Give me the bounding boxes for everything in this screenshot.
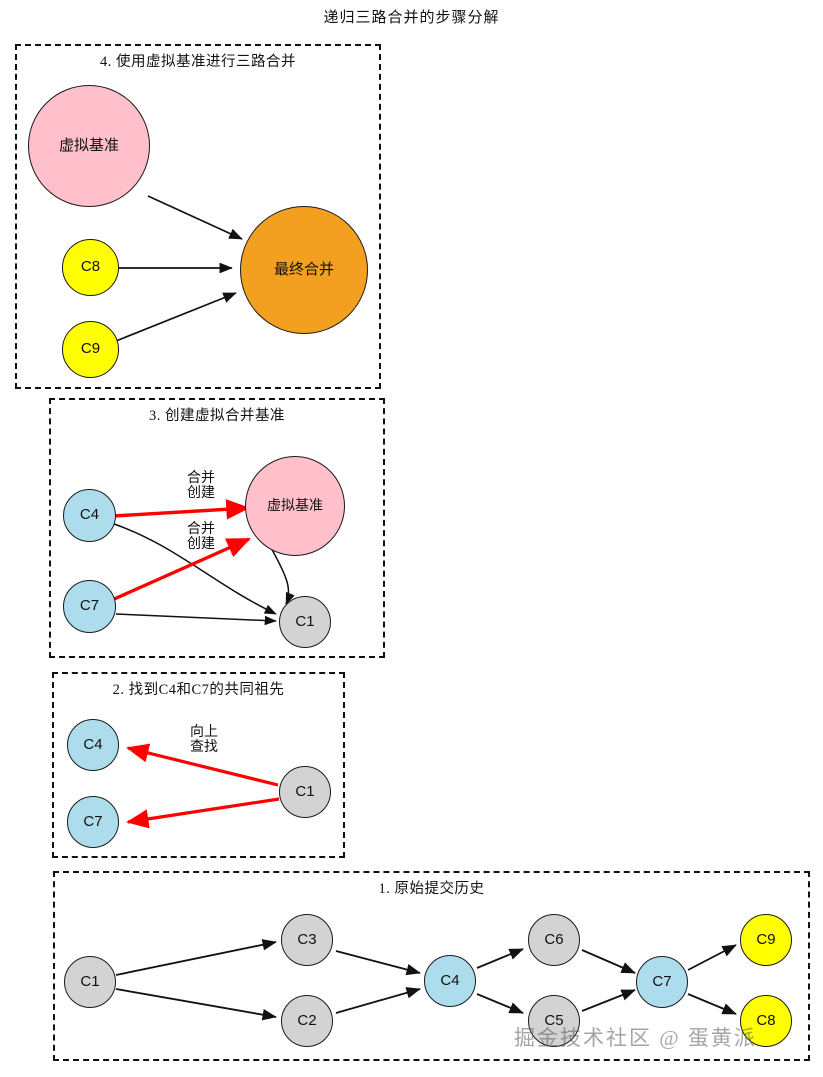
node-label: 最终合并 <box>273 260 334 278</box>
node-c9-step1[interactable]: C9 <box>740 914 792 966</box>
node-label: C9 <box>80 340 101 358</box>
node-c9-step4[interactable]: C9 <box>62 321 119 378</box>
panel-step-2: 2. 找到C4和C7的共同祖先 <box>52 672 345 858</box>
node-label: C2 <box>297 1011 317 1029</box>
node-c7-step1[interactable]: C7 <box>636 956 688 1008</box>
node-label: 虚拟基准 <box>58 136 119 154</box>
node-label: C4 <box>83 735 103 753</box>
node-c4-step3[interactable]: C4 <box>63 489 116 542</box>
node-label: C6 <box>544 930 564 948</box>
panel-step-3: 3. 创建虚拟合并基准 <box>49 398 385 658</box>
node-label: C9 <box>756 930 776 948</box>
node-c3-step1[interactable]: C3 <box>281 914 333 966</box>
edge-label-merge-create-1: 合并 创建 <box>187 469 215 500</box>
edge-label-merge-create-2: 合并 创建 <box>187 520 215 551</box>
node-c1-step3[interactable]: C1 <box>279 596 331 648</box>
node-label: C8 <box>80 258 101 276</box>
node-c8-step4[interactable]: C8 <box>62 239 119 296</box>
panel-1-title: 1. 原始提交历史 <box>378 881 485 897</box>
node-c1-step2[interactable]: C1 <box>279 766 331 818</box>
edge-label-search-up: 向上 查找 <box>190 723 218 754</box>
node-virtual-base-step4[interactable]: 虚拟基准 <box>28 85 150 207</box>
node-label: C1 <box>80 972 100 990</box>
node-c1-step1[interactable]: C1 <box>64 956 116 1008</box>
node-c6-step1[interactable]: C6 <box>528 914 580 966</box>
node-label: 虚拟基准 <box>267 497 323 514</box>
panel-4-title: 4. 使用虚拟基准进行三路合并 <box>100 54 296 70</box>
node-c5-step1[interactable]: C5 <box>528 995 580 1047</box>
node-label: C4 <box>79 506 100 524</box>
node-label: C4 <box>440 971 460 989</box>
node-c7-step3[interactable]: C7 <box>63 580 116 633</box>
node-label: C1 <box>295 612 315 630</box>
node-final-merge[interactable]: 最终合并 <box>240 206 368 334</box>
page-title: 递归三路合并的步骤分解 <box>323 10 500 26</box>
node-c8-step1[interactable]: C8 <box>740 995 792 1047</box>
node-label: C5 <box>544 1011 564 1029</box>
node-label: C7 <box>79 597 100 615</box>
node-label: C1 <box>295 782 315 800</box>
node-c2-step1[interactable]: C2 <box>281 995 333 1047</box>
panel-step-1: 1. 原始提交历史 <box>53 871 810 1061</box>
node-label: C3 <box>297 930 317 948</box>
node-c4-step1[interactable]: C4 <box>424 955 476 1007</box>
node-label: C8 <box>756 1011 776 1029</box>
panel-3-title: 3. 创建虚拟合并基准 <box>149 408 285 424</box>
node-virtual-base-step3[interactable]: 虚拟基准 <box>245 456 345 556</box>
panel-2-title: 2. 找到C4和C7的共同祖先 <box>112 682 285 698</box>
node-c7-step2[interactable]: C7 <box>67 796 119 848</box>
panel-step-4: 4. 使用虚拟基准进行三路合并 <box>15 44 381 389</box>
node-c4-step2[interactable]: C4 <box>67 719 119 771</box>
node-label: C7 <box>652 972 672 990</box>
node-label: C7 <box>83 812 103 830</box>
